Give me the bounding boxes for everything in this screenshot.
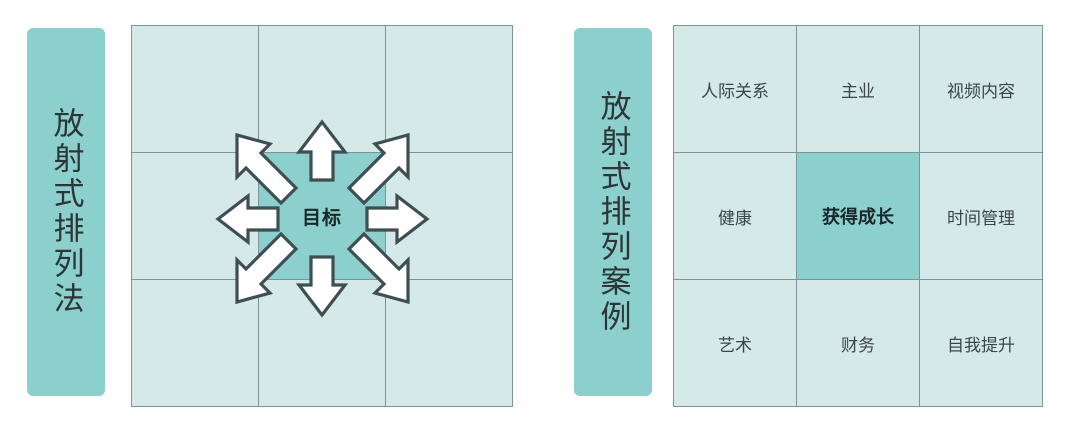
example-cell-r1c0: 健康 xyxy=(674,153,796,279)
diagram-cell-center xyxy=(259,153,385,279)
example-cell-label: 主业 xyxy=(841,81,875,101)
example-cell-center: 获得成长 xyxy=(797,153,919,279)
diagram-cell-r0c2 xyxy=(386,26,512,152)
diagram-cell-r1c2 xyxy=(386,153,512,279)
diagram-cell-r2c2 xyxy=(386,280,512,406)
example-cell-label: 视频内容 xyxy=(947,81,1015,101)
example-cell-r2c0: 艺术 xyxy=(674,280,796,406)
diagram-cell-r0c1 xyxy=(259,26,385,152)
right-panel-label-bar: 放射式排列案例 xyxy=(574,28,652,396)
diagram-cell-r1c0 xyxy=(132,153,258,279)
example-cell-center-label: 获得成长 xyxy=(822,207,894,227)
example-cell-r1c2: 时间管理 xyxy=(920,153,1042,279)
example-cell-label: 人际关系 xyxy=(701,81,769,101)
example-cell-label: 财务 xyxy=(841,335,875,355)
example-cell-label: 自我提升 xyxy=(947,335,1015,355)
diagram-cell-r2c0 xyxy=(132,280,258,406)
example-cell-r0c0: 人际关系 xyxy=(674,26,796,152)
example-cell-r2c2: 自我提升 xyxy=(920,280,1042,406)
right-panel-label-text: 放射式排列案例 xyxy=(595,89,631,335)
diagram-cell-r0c0 xyxy=(132,26,258,152)
left-panel-label-bar: 放射式排列法 xyxy=(27,28,105,396)
example-cell-label: 健康 xyxy=(718,208,752,228)
example-cell-r0c1: 主业 xyxy=(797,26,919,152)
example-cell-r0c2: 视频内容 xyxy=(920,26,1042,152)
example-cell-label: 时间管理 xyxy=(947,208,1015,228)
example-grid: 人际关系 主业 视频内容 健康 获得成长 时间管理 艺术 财务 自我提升 xyxy=(673,25,1043,407)
radial-diagram-grid xyxy=(131,25,513,407)
diagram-cell-r2c1 xyxy=(259,280,385,406)
example-cell-label: 艺术 xyxy=(718,335,752,355)
left-panel-label-text: 放射式排列法 xyxy=(48,107,84,317)
example-cell-r2c1: 财务 xyxy=(797,280,919,406)
